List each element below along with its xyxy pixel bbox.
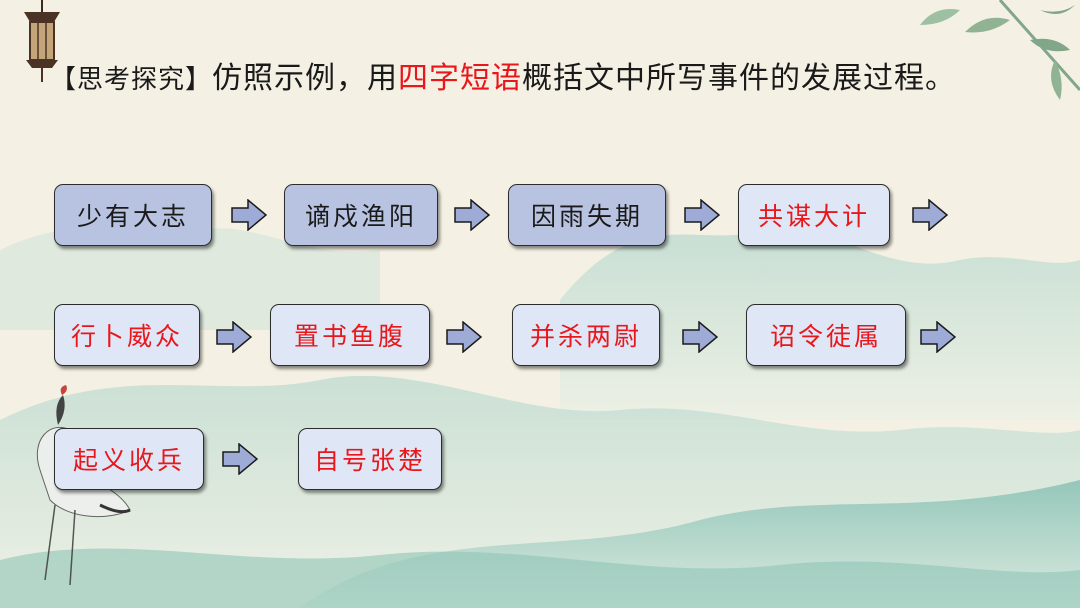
step-box: 自号张楚 — [298, 428, 442, 490]
step-box: 少有大志 — [54, 184, 212, 246]
question-after: 概括文中所写事件的发展过程。 — [522, 61, 957, 96]
step-box: 并杀两尉 — [512, 304, 660, 366]
question-before: 仿照示例，用 — [212, 61, 399, 96]
right-arrow-icon — [216, 321, 252, 353]
right-arrow-icon — [684, 199, 720, 231]
question-highlight: 四字短语 — [398, 61, 523, 96]
question-tag: 【思考探究】 — [50, 65, 213, 95]
lantern-icon — [24, 0, 60, 82]
step-box: 起义收兵 — [54, 428, 204, 490]
question-text: 【思考探究】仿照示例，用四字短语概括文中所写事件的发展过程。 — [50, 58, 1040, 101]
right-arrow-icon — [454, 199, 490, 231]
step-box: 因雨失期 — [508, 184, 666, 246]
right-arrow-icon — [231, 199, 267, 231]
step-box: 共谋大计 — [738, 184, 890, 246]
step-box: 置书鱼腹 — [270, 304, 430, 366]
wave-shape — [0, 548, 1080, 608]
step-box: 诏令徒属 — [746, 304, 906, 366]
bamboo-icon — [920, 0, 1080, 100]
step-box: 行卜威众 — [54, 304, 200, 366]
right-arrow-icon — [912, 199, 948, 231]
right-arrow-icon — [682, 321, 718, 353]
step-box: 谪戍渔阳 — [284, 184, 438, 246]
right-arrow-icon — [222, 443, 258, 475]
right-arrow-icon — [446, 321, 482, 353]
right-arrow-icon — [920, 321, 956, 353]
